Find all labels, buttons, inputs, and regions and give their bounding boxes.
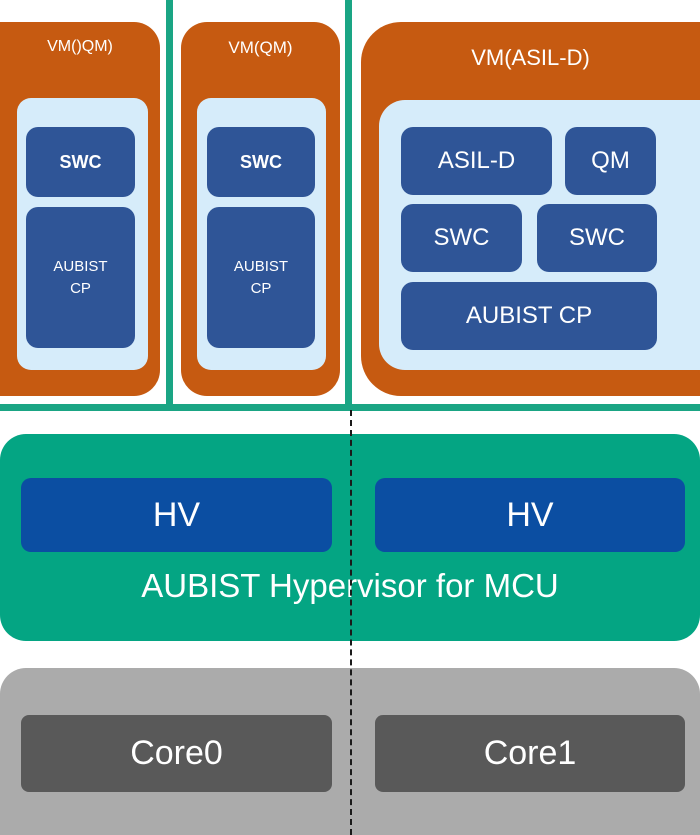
asil-d-box: ASIL-D — [401, 127, 552, 195]
partition-baseline — [0, 404, 700, 411]
core0-box: Core0 — [21, 715, 332, 792]
partition-divider-left — [166, 0, 173, 410]
swc-box: SWC — [401, 204, 522, 272]
hv-box-left: HV — [21, 478, 332, 552]
vm-left-title: VM()QM) — [47, 38, 113, 55]
qm-box: QM — [565, 127, 656, 195]
aubist-cp-box: AUBIST CP — [207, 207, 315, 348]
vm-right-title: VM(ASIL-D) — [471, 45, 590, 70]
swc-box: SWC — [26, 127, 135, 197]
core1-box: Core1 — [375, 715, 685, 792]
vm-middle-title: VM(QM) — [228, 38, 293, 57]
swc-box: SWC — [537, 204, 657, 272]
hv-box-right: HV — [375, 478, 685, 552]
partition-divider-right — [345, 0, 352, 410]
core-boundary-dashed-line — [350, 410, 352, 835]
aubist-cp-box: AUBIST CP — [26, 207, 135, 348]
swc-box: SWC — [207, 127, 315, 197]
aubist-cp-box: AUBIST CP — [401, 282, 657, 350]
